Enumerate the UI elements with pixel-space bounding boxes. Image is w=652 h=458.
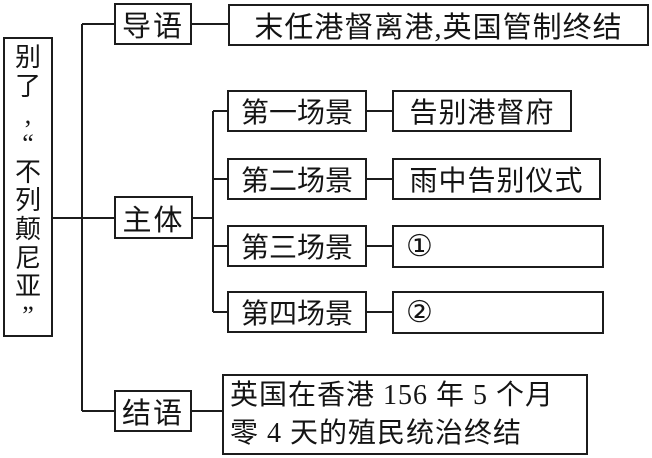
root-title-box: 别 了 , “ 不 列 颠 尼 亚 ” bbox=[3, 37, 53, 337]
scene-1-label-box: 第一场景 bbox=[227, 90, 367, 132]
root-title-char: 了 bbox=[14, 71, 41, 101]
scene-1-content-box: 告别港督府 bbox=[392, 90, 572, 132]
conclusion-content-box: 英国在香港 156 年 5 个月 零 4 天的殖民统治终结 bbox=[222, 374, 588, 455]
root-title-char: 不 bbox=[14, 157, 41, 187]
scene-4-content-box: ② bbox=[392, 291, 604, 334]
root-title-char: 亚 bbox=[14, 272, 41, 302]
scene-3-label-box: 第三场景 bbox=[227, 225, 367, 267]
conclusion-label-box: 结语 bbox=[114, 390, 192, 432]
root-title-char: 别 bbox=[14, 43, 41, 72]
lead-content-box: 末任港督离港,英国管制终结 bbox=[228, 4, 649, 46]
root-title-char: 列 bbox=[14, 186, 41, 216]
conclusion-line-1: 英国在香港 156 年 5 个月 bbox=[230, 379, 555, 411]
scene-3-content-box: ① bbox=[392, 225, 604, 268]
scene-2-content-box: 雨中告别仪式 bbox=[392, 158, 601, 200]
conclusion-line-2: 零 4 天的殖民统治终结 bbox=[230, 417, 523, 449]
scene-2-label-box: 第二场景 bbox=[227, 158, 367, 200]
root-title-char: “ bbox=[22, 128, 34, 158]
body-label-box: 主体 bbox=[114, 196, 193, 239]
root-title-char: 尼 bbox=[14, 243, 41, 273]
root-title-char: ” bbox=[22, 300, 34, 330]
scene-4-label-box: 第四场景 bbox=[227, 291, 367, 333]
root-title-char: , bbox=[24, 100, 32, 130]
root-title-char: 颠 bbox=[14, 214, 41, 244]
lead-label-box: 导语 bbox=[114, 3, 192, 45]
